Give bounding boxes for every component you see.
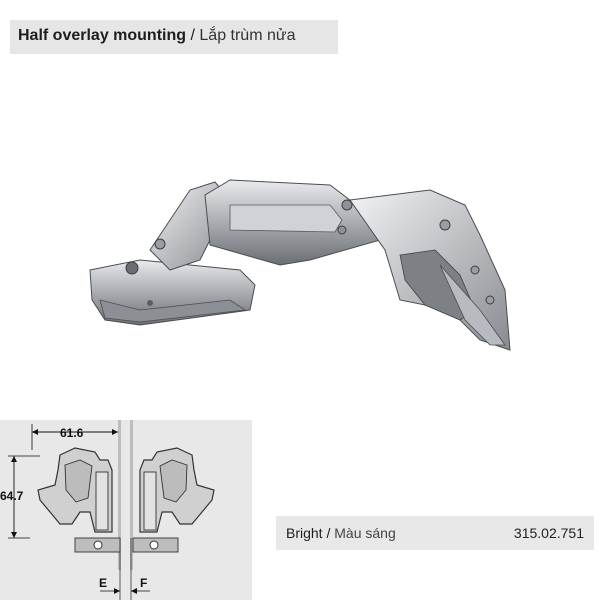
dimension-f-label: F — [140, 576, 147, 590]
dimension-width-label: 61.6 — [60, 426, 84, 440]
hinge-illustration — [89, 179, 511, 351]
finish-english: Bright — [286, 525, 323, 541]
title-vietnamese: Lắp trùm nửa — [199, 27, 296, 44]
title-separator: / — [190, 27, 195, 44]
title-bar: Half overlay mounting / Lắp trùm nửa — [10, 20, 338, 54]
dimension-e-label: E — [99, 576, 107, 590]
dimension-diagram: 61.6 64.7 E F — [0, 420, 252, 600]
product-code: 315.02.751 — [513, 525, 584, 541]
dimension-height-label: 64.7 — [0, 489, 24, 503]
product-info-bar: Bright / Màu sáng 315.02.751 — [276, 516, 594, 550]
finish-vietnamese: Màu sáng — [334, 525, 396, 541]
title-english: Half overlay mounting — [18, 27, 187, 44]
finish-separator: / — [326, 525, 331, 541]
hinge-product-photo — [80, 160, 520, 360]
hinge-section-drawing: 61.6 64.7 E F — [0, 420, 215, 600]
